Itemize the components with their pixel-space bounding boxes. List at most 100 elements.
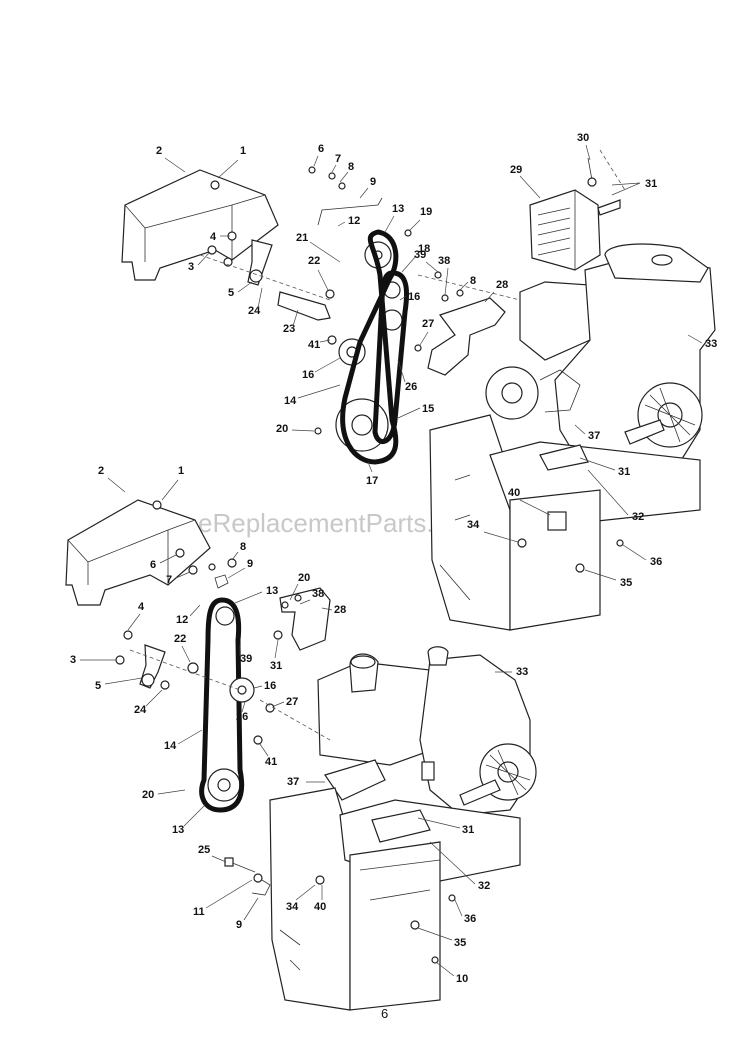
- callout-label: 14: [284, 395, 297, 407]
- belt-cover-bottom: [65, 499, 211, 606]
- callout-label: 34: [467, 519, 480, 531]
- callout-label: 13: [266, 585, 278, 597]
- rod-bottom: [251, 879, 271, 896]
- belt-outer-top: [340, 229, 399, 465]
- frame-top: [429, 414, 701, 631]
- callout-label: 3: [188, 261, 194, 273]
- callout-label: 16: [264, 680, 276, 692]
- callout-label: 8: [348, 161, 354, 173]
- callout-label: 36: [464, 913, 476, 925]
- callout-label: 31: [645, 178, 657, 190]
- callout-label: 6: [318, 143, 324, 155]
- callout-label: 15: [422, 403, 434, 415]
- callout-label: 4: [210, 231, 217, 243]
- callout-label: 14: [164, 740, 177, 752]
- callout-label: 38: [438, 255, 450, 267]
- callout-label: 40: [314, 901, 326, 913]
- callout-label: 18: [418, 243, 430, 255]
- callout-label: 32: [632, 511, 644, 523]
- callout-label: 24: [248, 305, 261, 317]
- callout-label: 36: [650, 556, 662, 568]
- callout-label: 7: [166, 574, 172, 586]
- callout-label: 41: [308, 339, 320, 351]
- callout-label: 20: [142, 789, 154, 801]
- callout-label: 35: [454, 937, 466, 949]
- callout-label: 2: [98, 465, 104, 477]
- callout-label: 20: [276, 423, 288, 435]
- callout-label: 27: [286, 696, 298, 708]
- callout-label: 37: [588, 430, 600, 442]
- bracket-28-top: [427, 297, 506, 376]
- callouts-top: 1 2 3 4 5 24 23 41 16 14 20 17 15 26 16 …: [156, 132, 717, 589]
- engine-top: [485, 243, 716, 471]
- callout-label: 30: [577, 132, 589, 144]
- callout-label: 32: [478, 880, 490, 892]
- callout-label: 31: [618, 466, 630, 478]
- callout-label: 28: [334, 604, 346, 616]
- callout-label: 2: [156, 145, 162, 157]
- callout-label: 39: [240, 653, 252, 665]
- callout-label: 6: [150, 559, 156, 571]
- idler-arm-top: [277, 291, 331, 321]
- rod-top: [317, 197, 383, 226]
- callout-label: 24: [134, 704, 147, 716]
- callout-label: 1: [240, 145, 246, 157]
- callout-label: 9: [236, 919, 242, 931]
- callout-label: 11: [193, 906, 205, 918]
- muffler-guard-top: [529, 189, 601, 271]
- callout-label: 16: [408, 291, 420, 303]
- callout-label: 9: [370, 176, 376, 188]
- belt-cover-top: [121, 169, 279, 281]
- callout-label: 12: [176, 614, 188, 626]
- callout-label: 20: [298, 572, 310, 584]
- callout-label: 21: [296, 232, 308, 244]
- callout-label: 31: [462, 824, 474, 836]
- callout-label: 22: [308, 255, 320, 267]
- top-assembly: [121, 149, 716, 631]
- callout-label: 34: [286, 901, 299, 913]
- bracket-28-bottom: [279, 587, 331, 651]
- muffler-slots: [537, 207, 571, 256]
- callout-label: 37: [287, 776, 299, 788]
- callout-label: 23: [283, 323, 295, 335]
- callout-label: 10: [456, 973, 468, 985]
- callout-label: 25: [198, 844, 210, 856]
- pulley-upper-bottom: [215, 606, 235, 626]
- callout-label: 8: [240, 541, 246, 553]
- callout-label: 38: [312, 588, 324, 600]
- frame-bottom: [269, 787, 521, 1011]
- callout-label: 41: [265, 756, 277, 768]
- callout-label: 33: [705, 338, 717, 350]
- callout-label: 31: [270, 660, 282, 672]
- callout-label: 40: [508, 487, 520, 499]
- belt-inner-top: [372, 270, 409, 445]
- callout-label: 28: [496, 279, 508, 291]
- callout-label: 9: [247, 558, 253, 570]
- callout-label: 26: [236, 711, 248, 723]
- bottom-assembly: [65, 499, 537, 1011]
- callout-label: 5: [95, 680, 101, 692]
- callout-label: 29: [510, 164, 522, 176]
- callout-label: 39: [414, 249, 426, 261]
- engine-bottom: [317, 646, 537, 816]
- callout-label: 27: [422, 318, 434, 330]
- callout-label: 5: [228, 287, 234, 299]
- callout-label: 13: [392, 203, 404, 215]
- callout-label: 16: [302, 369, 314, 381]
- callout-label: 3: [70, 654, 76, 666]
- callout-label: 13: [172, 824, 184, 836]
- page-number: 6: [381, 1006, 388, 1021]
- callout-label: 4: [138, 601, 145, 613]
- callout-label: 12: [348, 215, 360, 227]
- callout-label: 35: [620, 577, 632, 589]
- callout-label: 26: [405, 381, 417, 393]
- callout-label: 19: [420, 206, 432, 218]
- callout-label: 8: [470, 275, 476, 287]
- callout-label: 1: [178, 465, 184, 477]
- callout-label: 33: [516, 666, 528, 678]
- callout-label: 22: [174, 633, 186, 645]
- callout-label: 17: [366, 475, 378, 487]
- callouts-bottom: 1 2 6 7 8 9 13 12 4 3 5 22 24 14 20 13 3…: [70, 465, 528, 985]
- belt-bottom: [199, 597, 245, 813]
